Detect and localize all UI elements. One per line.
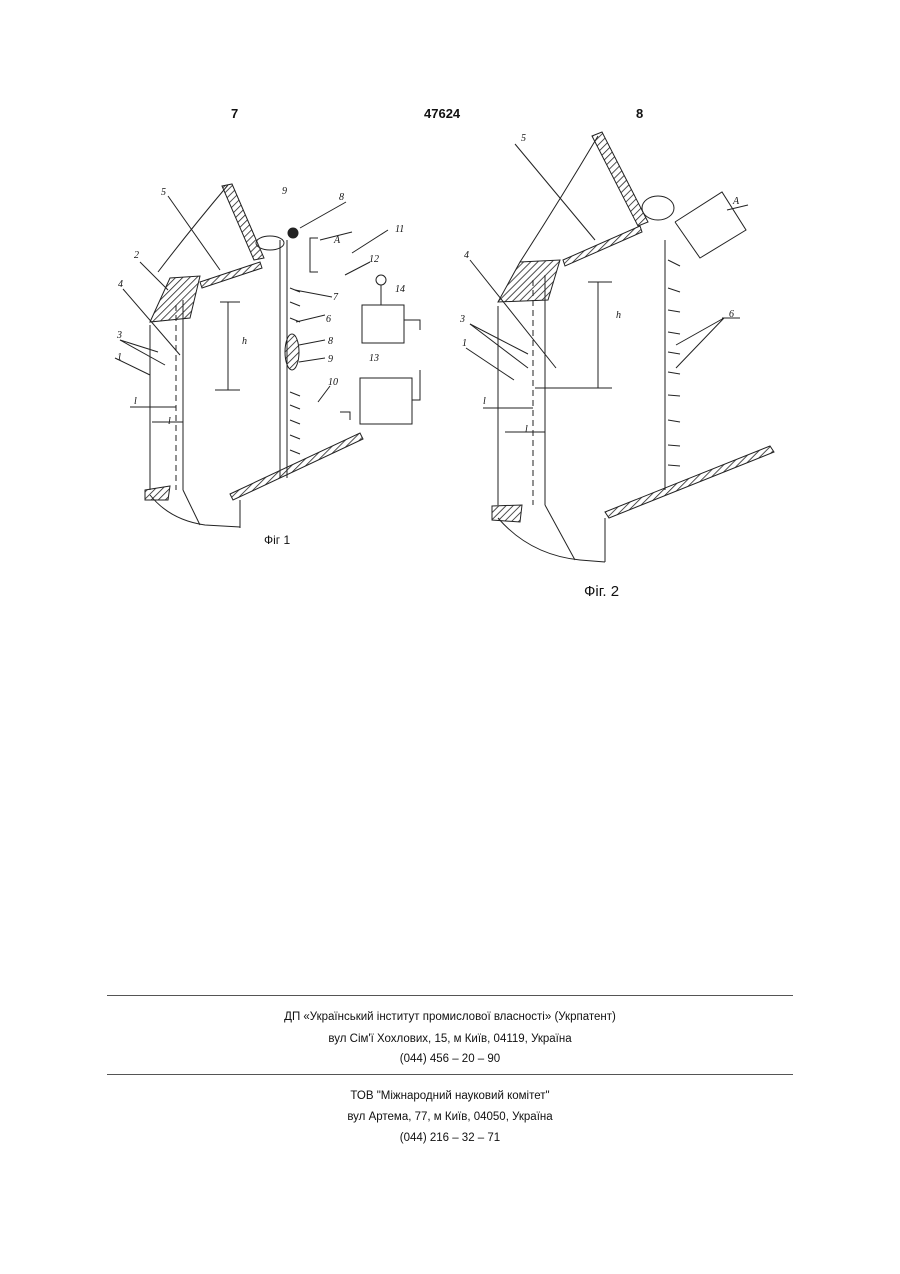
label: 14 bbox=[395, 284, 405, 295]
label: h bbox=[616, 310, 621, 321]
figure-2-drawing bbox=[466, 132, 774, 562]
label: 1 bbox=[462, 338, 467, 349]
label: 6 bbox=[326, 314, 331, 325]
label: l bbox=[483, 396, 486, 407]
publisher-address: вул Сім'ї Хохлових, 15, м Київ, 04119, У… bbox=[0, 1033, 900, 1045]
figure-1-caption: Фіг 1 bbox=[264, 533, 290, 547]
figure-2-caption: Фіг. 2 bbox=[584, 583, 619, 600]
label: 4 bbox=[118, 279, 123, 290]
label: 12 bbox=[369, 254, 379, 265]
label: 5 bbox=[521, 133, 526, 144]
label: 2 bbox=[134, 250, 139, 261]
label: 13 bbox=[369, 353, 379, 364]
label: l bbox=[168, 416, 171, 427]
footer-divider-top bbox=[107, 995, 793, 996]
label: A bbox=[732, 196, 740, 207]
label: 8 bbox=[328, 336, 333, 347]
figure-2-labels: 5 4 3 1 6 A h l l bbox=[459, 133, 740, 435]
label: 3 bbox=[459, 314, 465, 325]
label: 8 bbox=[339, 192, 344, 203]
label: 1 bbox=[117, 352, 122, 363]
label: 10 bbox=[328, 377, 338, 388]
label: 9 bbox=[282, 186, 287, 197]
label: 11 bbox=[395, 224, 404, 235]
printer-address: вул Артема, 77, м Київ, 04050, Україна bbox=[0, 1111, 900, 1123]
label: 5 bbox=[161, 187, 166, 198]
label: l bbox=[134, 396, 137, 407]
printer-phone: (044) 216 – 32 – 71 bbox=[0, 1132, 900, 1144]
publisher-name: ДП «Український інститут промислової вла… bbox=[0, 1011, 900, 1023]
footer-divider-middle bbox=[107, 1074, 793, 1075]
label: 3 bbox=[116, 330, 122, 341]
publisher-phone: (044) 456 – 20 – 90 bbox=[0, 1053, 900, 1065]
printer-name: ТОВ "Міжнародний науковий комітет" bbox=[0, 1090, 900, 1102]
label: h bbox=[242, 336, 247, 347]
label: 6 bbox=[729, 309, 734, 320]
label: A bbox=[333, 235, 341, 246]
label: 4 bbox=[464, 250, 469, 261]
patent-figures: 5 2 4 3 1 9 8 A 11 12 14 7 6 8 9 13 10 h… bbox=[0, 0, 900, 640]
label: l bbox=[525, 424, 528, 435]
label: 7 bbox=[333, 292, 339, 303]
label: 9 bbox=[328, 354, 333, 365]
